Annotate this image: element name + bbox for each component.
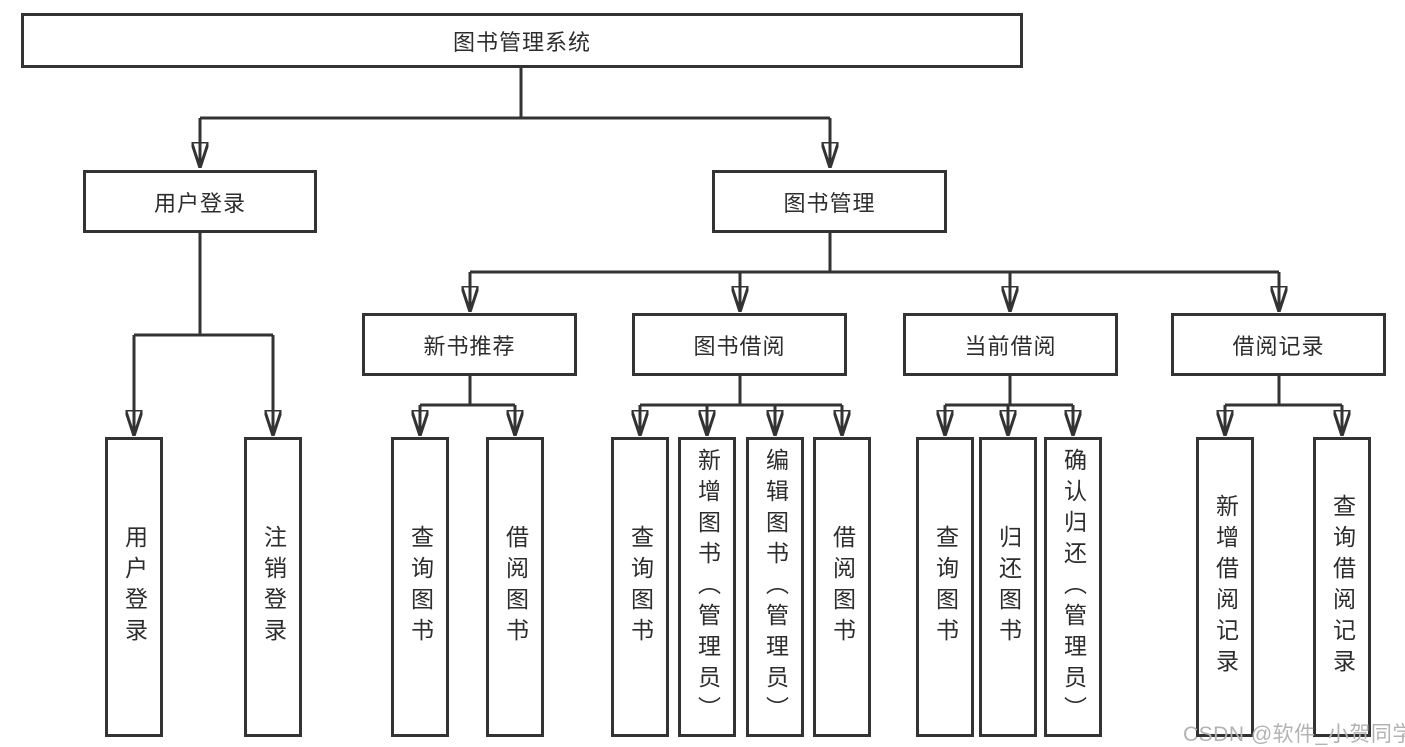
node-book-management-label: 图书管理 — [783, 190, 876, 216]
leaf-br-add-record-label: 新增借阅记录 — [1212, 494, 1239, 680]
leaf-bb-query-books-label: 查询图书 — [627, 525, 654, 649]
leaf-nb-borrow-books-label: 借阅图书 — [502, 525, 529, 649]
leaf-br-query-record: 查询借阅记录 — [1313, 437, 1371, 737]
connector-current-borrow-to-leaves — [945, 376, 1073, 435]
leaf-logout: 注销登录 — [244, 437, 302, 737]
leaf-bb-borrow-books-label: 借阅图书 — [829, 525, 856, 649]
leaf-cb-return-books: 归还图书 — [979, 437, 1037, 737]
node-current-borrow-label: 当前借阅 — [964, 333, 1057, 359]
connector-user-login-to-leaves — [134, 233, 273, 435]
csdn-watermark: CSDN @软件_小贺同学 — [1183, 723, 1405, 746]
leaf-bb-edit-books-admin-label: 编辑图书（管理员） — [762, 447, 789, 727]
leaf-nb-query-books: 查询图书 — [391, 437, 449, 737]
node-new-book-recommend-label: 新书推荐 — [423, 333, 516, 359]
connector-root-to-level2 — [200, 68, 830, 167]
leaf-nb-borrow-books: 借阅图书 — [486, 437, 544, 737]
leaf-bb-add-books-admin-label: 新增图书（管理员） — [694, 447, 721, 727]
leaf-logout-label: 注销登录 — [260, 525, 287, 649]
leaf-bb-query-books: 查询图书 — [611, 437, 669, 737]
leaf-cb-query-books-label: 查询图书 — [932, 525, 959, 649]
node-borrow-records-label: 借阅记录 — [1232, 333, 1325, 359]
node-book-management: 图书管理 — [712, 170, 947, 233]
node-book-borrow-label: 图书借阅 — [693, 333, 786, 359]
connector-book-borrow-to-leaves — [640, 376, 842, 435]
node-library-management-system-label: 图书管理系统 — [452, 29, 591, 55]
leaf-cb-confirm-return-admin: 确认归还（管理员） — [1044, 437, 1102, 737]
leaf-bb-add-books-admin: 新增图书（管理员） — [678, 437, 736, 737]
node-user-login-label: 用户登录 — [153, 190, 246, 216]
node-user-login: 用户登录 — [83, 170, 317, 233]
leaf-nb-query-books-label: 查询图书 — [407, 525, 434, 649]
leaf-user-login: 用户登录 — [105, 437, 163, 737]
leaf-bb-edit-books-admin: 编辑图书（管理员） — [746, 437, 804, 737]
leaf-cb-confirm-return-admin-label: 确认归还（管理员） — [1060, 447, 1087, 727]
connector-book-management-to-level3 — [470, 233, 1279, 311]
leaf-br-add-record: 新增借阅记录 — [1196, 437, 1254, 737]
node-library-management-system: 图书管理系统 — [21, 13, 1023, 68]
connector-new-book-recommend-to-leaves — [420, 376, 515, 435]
node-current-borrow: 当前借阅 — [903, 313, 1118, 376]
leaf-cb-return-books-label: 归还图书 — [995, 525, 1022, 649]
leaf-user-login-label: 用户登录 — [121, 525, 148, 649]
node-new-book-recommend: 新书推荐 — [362, 313, 577, 376]
leaf-bb-borrow-books: 借阅图书 — [813, 437, 871, 737]
node-borrow-records: 借阅记录 — [1171, 313, 1386, 376]
node-book-borrow: 图书借阅 — [632, 313, 847, 376]
leaf-cb-query-books: 查询图书 — [916, 437, 974, 737]
leaf-br-query-record-label: 查询借阅记录 — [1329, 494, 1356, 680]
connector-borrow-records-to-leaves — [1225, 376, 1342, 435]
